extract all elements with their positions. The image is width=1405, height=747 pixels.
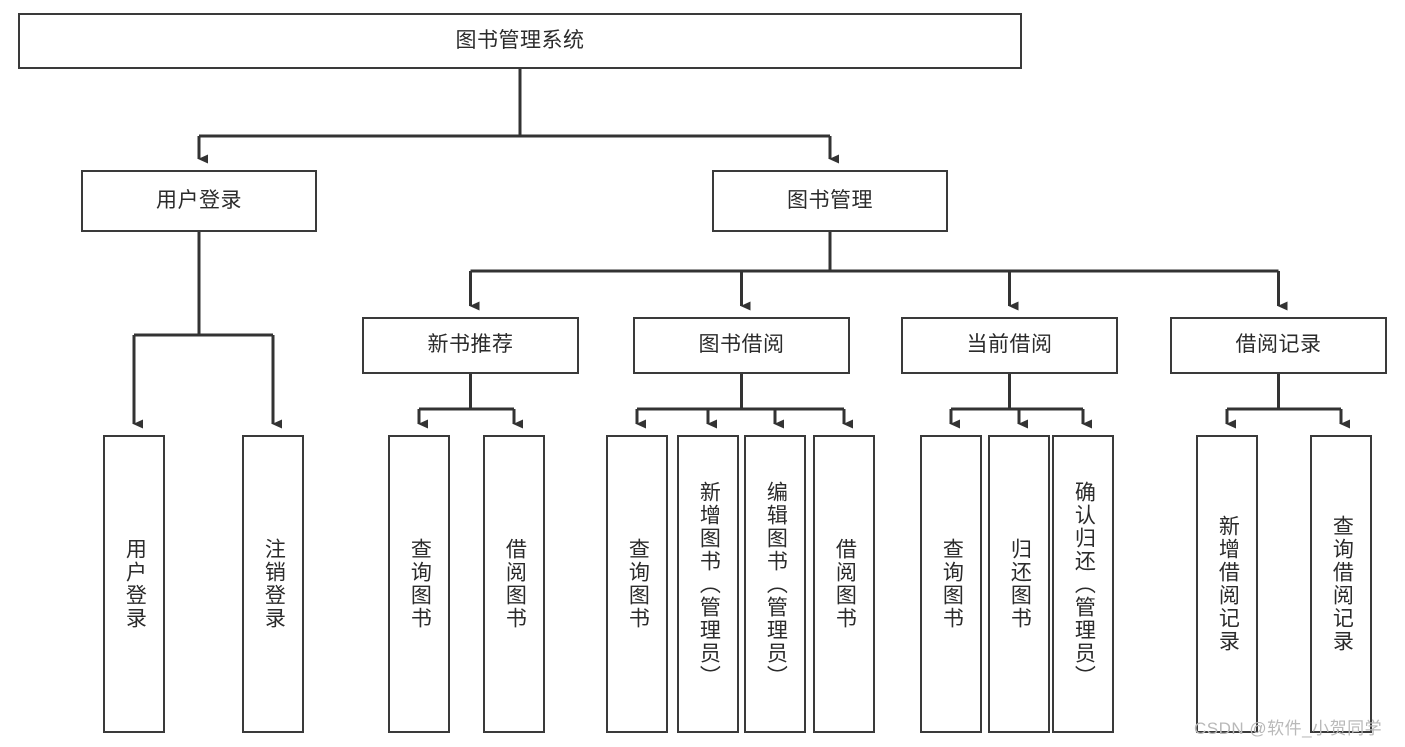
node-leaf-query-book[interactable]: 查询图书 [606,435,668,733]
node-leaf-query-book-new[interactable]: 查询图书 [388,435,450,733]
node-leaf-borrow-book[interactable]: 借阅图书 [813,435,875,733]
node-label: 查询借阅记录 [1330,515,1354,653]
node-label: 查询图书 [940,538,964,630]
node-login[interactable]: 用户登录 [81,170,317,232]
node-label: 借阅图书 [833,538,857,630]
node-label: 用户登录 [123,538,147,630]
csdn-watermark: CSDN @软件_小贺同学 [1194,719,1383,738]
node-label: 查询图书 [408,538,432,630]
node-label: 用户登录 [156,188,242,212]
node-label: 编辑图书（管理员） [764,480,788,688]
node-leaf-edit-book[interactable]: 编辑图书（管理员） [744,435,806,733]
node-leaf-user-logout[interactable]: 注销登录 [242,435,304,733]
node-label: 新增图书（管理员） [697,480,721,688]
node-label: 注销登录 [262,538,286,630]
node-label: 新书推荐 [427,333,514,357]
node-current[interactable]: 当前借阅 [901,317,1118,374]
node-leaf-add-book[interactable]: 新增图书（管理员） [677,435,739,733]
node-leaf-query-record[interactable]: 查询借阅记录 [1310,435,1372,733]
node-newbook[interactable]: 新书推荐 [362,317,579,374]
node-label: 图书管理 [787,188,873,212]
node-label: 确认归还（管理员） [1072,480,1096,688]
node-label: 当前借阅 [966,333,1053,357]
node-label: 新增借阅记录 [1216,515,1240,653]
node-label: 借阅记录 [1235,333,1322,357]
node-record[interactable]: 借阅记录 [1170,317,1387,374]
node-label: 图书借阅 [698,333,785,357]
node-leaf-borrow-book-new[interactable]: 借阅图书 [483,435,545,733]
node-label: 图书管理系统 [455,28,585,52]
node-leaf-confirm-return[interactable]: 确认归还（管理员） [1052,435,1114,733]
node-leaf-return-book[interactable]: 归还图书 [988,435,1050,733]
node-label: 借阅图书 [503,538,527,630]
node-borrow[interactable]: 图书借阅 [633,317,850,374]
node-root[interactable]: 图书管理系统 [18,13,1022,69]
node-label: 归还图书 [1008,538,1032,630]
node-label: 查询图书 [626,538,650,630]
node-leaf-query-book-cur[interactable]: 查询图书 [920,435,982,733]
node-bookmgmt[interactable]: 图书管理 [712,170,948,232]
node-leaf-user-login[interactable]: 用户登录 [103,435,165,733]
node-leaf-add-record[interactable]: 新增借阅记录 [1196,435,1258,733]
